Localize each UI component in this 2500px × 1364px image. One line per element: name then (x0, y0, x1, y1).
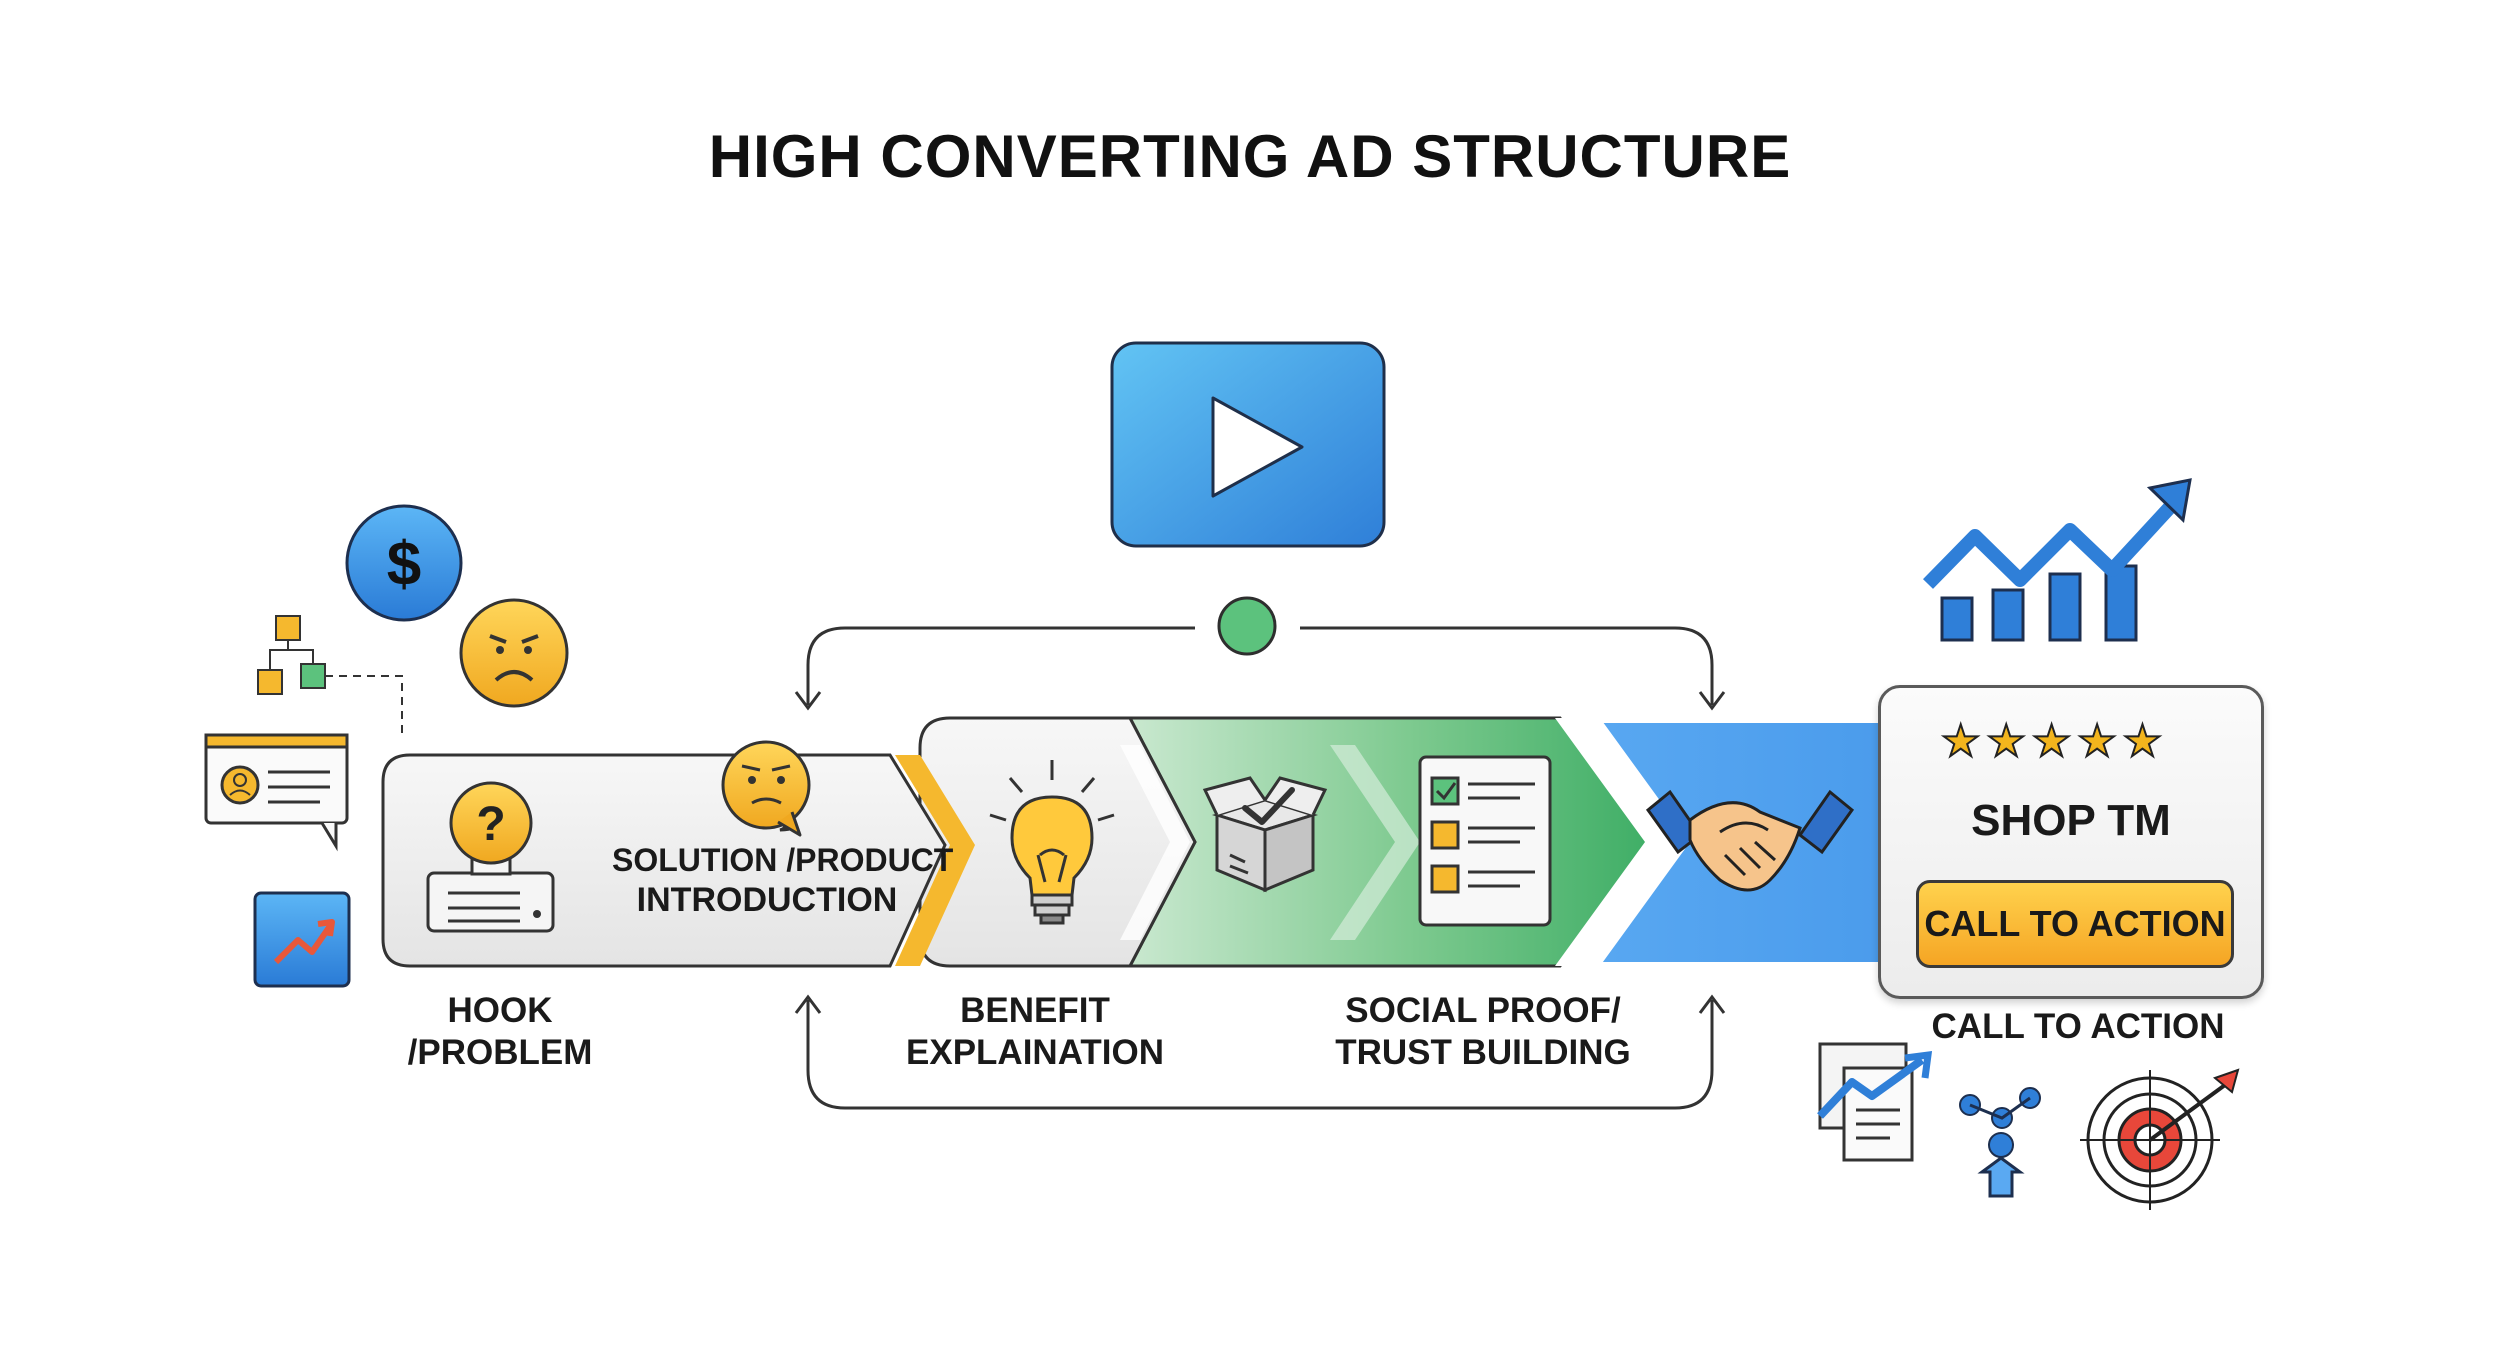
solution-label-line1: SOLUTION /PRODUCT (612, 842, 954, 878)
box-check-icon (1202, 776, 1328, 893)
shop-heading: SHOP TM (1971, 796, 2171, 845)
yellow-chevron (895, 755, 975, 966)
stage-band (381, 716, 1878, 968)
lightbulb-icon (989, 760, 1115, 925)
confused-face-icon (721, 740, 811, 837)
rating-stars: ★★★★★ (1940, 716, 2169, 767)
solution-label-line2: INTRODUCTION (636, 881, 898, 919)
hook-label-line1: HOOK (447, 991, 553, 1030)
svg-text:$: $ (387, 530, 421, 599)
loop-arrowheads (794, 691, 1726, 1014)
hook-label: HOOK /PROBLEM (395, 990, 605, 1074)
hook-label-line2: /PROBLEM (407, 1033, 593, 1072)
benefit-label-line2: EXPLAINATION (906, 1033, 1164, 1072)
benefit-label: BENEFIT EXPLAINATION (895, 990, 1175, 1074)
trend-up-icon (253, 891, 351, 988)
play-video-icon (1110, 341, 1386, 548)
target-icon (2080, 1068, 2240, 1210)
solution-label: SOLUTION /PRODUCT INTRODUCTION (612, 840, 954, 920)
loop-connector (806, 626, 1714, 1110)
cta-label: CALL TO ACTION (1931, 1007, 2225, 1046)
page-title: HIGH CONVERTING AD STRUCTURE (708, 123, 1792, 190)
social-proof-label-line1: SOCIAL PROOF/ (1345, 991, 1621, 1030)
stage-social-proof-segment (1127, 716, 1652, 968)
sad-face-icon (459, 598, 569, 708)
checklist-icon (1418, 755, 1552, 927)
dollar-coin-icon: $ (345, 504, 463, 622)
loop-node-dot (1217, 596, 1277, 656)
question-icon: ? (426, 781, 555, 933)
growth-chart-icon (1922, 478, 2192, 642)
profile-chat-icon (204, 733, 349, 852)
flowchart-icon (257, 615, 403, 735)
handshake-icon (1645, 789, 1855, 892)
social-proof-label: SOCIAL PROOF/ TRUST BUILDING (1333, 990, 1633, 1074)
report-chart-icon (1817, 1042, 1933, 1162)
social-proof-label-line2: TRUST BUILDING (1335, 1033, 1631, 1072)
call-to-action-button[interactable]: CALL TO ACTION (1916, 880, 2234, 968)
network-person-icon (1959, 1087, 2041, 1198)
benefit-label-line1: BENEFIT (960, 991, 1110, 1030)
cta-card: ★★★★★ SHOP TM CALL TO ACTION (1878, 685, 2264, 999)
svg-text:?: ? (476, 798, 505, 851)
